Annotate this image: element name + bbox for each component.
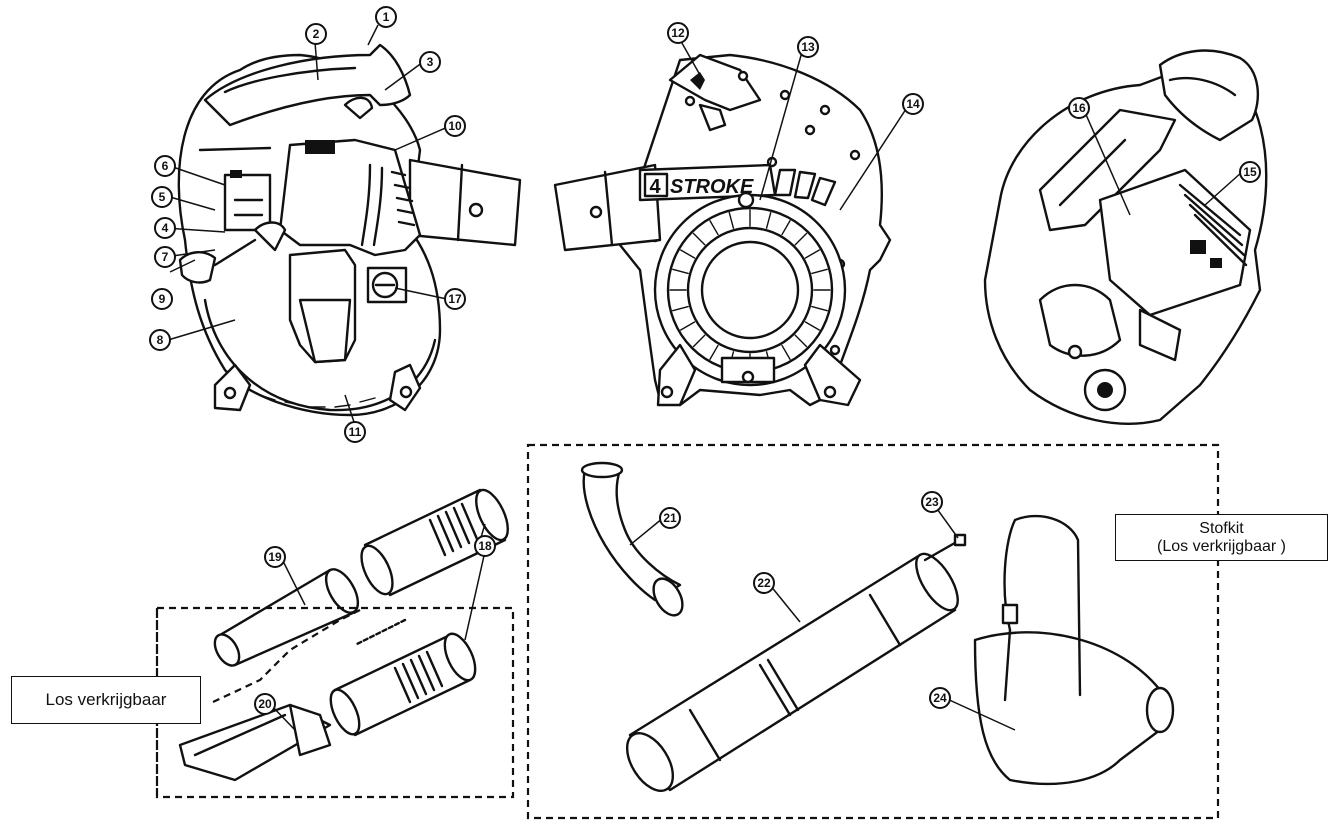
callout-23: 23	[921, 491, 943, 513]
callout-21: 21	[659, 507, 681, 529]
callout-1: 1	[375, 6, 397, 28]
blower-isometric-view	[983, 49, 1268, 425]
callout-number: 7	[162, 250, 169, 264]
accessory-dashed-leader	[212, 609, 361, 703]
callout-4: 4	[154, 217, 176, 239]
callout-number: 14	[906, 97, 920, 111]
callout-number: 11	[349, 425, 362, 439]
callout-number: 8	[157, 333, 164, 347]
callout-18: 18	[474, 535, 496, 557]
callout-16: 16	[1068, 97, 1090, 119]
callout-2: 2	[305, 23, 327, 45]
callout-number: 23	[925, 495, 939, 509]
callout-13: 13	[797, 36, 819, 58]
callout-number: 10	[448, 119, 462, 133]
dust-kit-title: Stofkit	[1199, 520, 1244, 537]
callout-number: 6	[162, 159, 169, 173]
callout-9: 9	[151, 288, 173, 310]
callout-number: 15	[1243, 165, 1257, 179]
callout-number: 4	[162, 221, 169, 235]
separately-available-label: Los verkrijgbaar	[11, 676, 201, 724]
callout-17: 17	[444, 288, 466, 310]
dust-kit-dashed-box	[526, 443, 1220, 820]
blower-tubes	[178, 488, 509, 782]
callout-5: 5	[151, 186, 173, 208]
callout-10: 10	[444, 115, 466, 137]
callout-7: 7	[154, 246, 176, 268]
callout-15: 15	[1239, 161, 1261, 183]
callout-number: 21	[663, 511, 677, 525]
callout-8: 8	[149, 329, 171, 351]
callout-6: 6	[154, 155, 176, 177]
accessory-dashed-box	[155, 606, 515, 799]
blower-back-view	[177, 43, 522, 417]
callout-3: 3	[419, 51, 441, 73]
callout-11: 11	[344, 421, 366, 443]
dust-kit-label: Stofkit (Los verkrijgbaar )	[1115, 514, 1328, 561]
callout-number: 13	[801, 40, 815, 54]
callout-number: 17	[448, 292, 462, 306]
callout-number: 20	[258, 697, 272, 711]
callout-number: 2	[313, 27, 320, 41]
callout-14: 14	[902, 93, 924, 115]
callout-12: 12	[667, 22, 689, 44]
callout-number: 18	[478, 539, 492, 553]
callout-number: 19	[268, 550, 282, 564]
brand-decal: STROKE	[670, 176, 754, 198]
callout-number: 3	[427, 55, 434, 69]
callout-19: 19	[264, 546, 286, 568]
dust-kit-parts	[580, 461, 1175, 792]
callout-number: 22	[757, 576, 771, 590]
callout-number: 5	[159, 190, 166, 204]
callout-number: 1	[383, 10, 390, 24]
blower-front-view: 4 STROKE	[553, 53, 892, 407]
callout-22: 22	[753, 572, 775, 594]
callout-number: 12	[671, 26, 685, 40]
callout-number: 16	[1072, 101, 1086, 115]
callout-number: 24	[933, 691, 947, 705]
decal-mark: 4	[649, 176, 661, 198]
callout-20: 20	[254, 693, 276, 715]
callout-number: 9	[159, 292, 166, 306]
callout-24: 24	[929, 687, 951, 709]
dust-kit-subtitle: (Los verkrijgbaar )	[1157, 538, 1286, 555]
